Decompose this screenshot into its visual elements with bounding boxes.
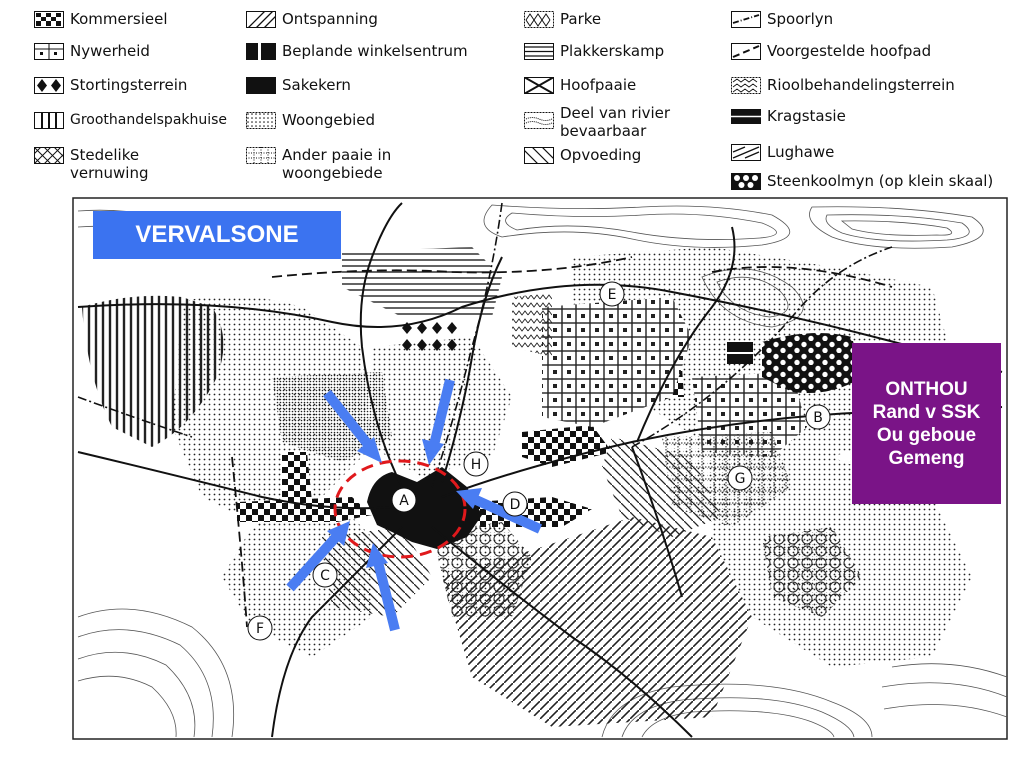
label-g: G — [727, 465, 753, 491]
main-roads — [77, 202, 1003, 738]
legend-label: Nywerheid — [70, 42, 150, 60]
legend-woongebied: Woongebied — [246, 111, 375, 129]
arrow-e — [471, 494, 543, 534]
label-e: E — [599, 281, 625, 307]
vertical-lines-swatch-icon — [34, 112, 64, 129]
legend-stedelike-vernuwing: Stedelike vernuwing — [34, 146, 149, 182]
power-station-swatch-icon — [731, 108, 761, 125]
svg-text:D: D — [510, 497, 521, 513]
park-swatch-icon — [524, 11, 554, 28]
proposed-roads — [231, 256, 893, 628]
legend-beplande-winkelsentrum: Beplande winkelsentrum — [246, 42, 468, 60]
legend-label: Beplande winkelsentrum — [282, 42, 468, 60]
legend-label: Ander paaie in woongebiede — [282, 146, 392, 182]
legend-label: Stortingsterrein — [70, 76, 188, 94]
cbd-boundary-ring — [333, 459, 467, 559]
legend-opvoeding: Opvoeding — [524, 146, 641, 164]
railway-swatch-icon — [731, 11, 761, 28]
legend-label: Woongebied — [282, 111, 376, 129]
checker-swatch-icon — [34, 11, 64, 28]
svg-text:F: F — [256, 621, 264, 637]
legend-kragstasie: Kragstasie — [731, 107, 846, 125]
decay-zone-arrows — [286, 378, 543, 632]
legend-parke: Parke — [524, 10, 601, 28]
diagonal-lines-swatch-icon — [246, 11, 276, 28]
diagonal-box-swatch-icon — [524, 147, 554, 164]
legend-label: Voorgestelde hoofpad — [767, 42, 932, 60]
legend-label: Groothandelspakhuise — [70, 112, 228, 128]
svg-text:G: G — [735, 471, 746, 487]
legend-label: Ontspanning — [282, 10, 378, 28]
grid-box-swatch-icon — [34, 43, 64, 60]
onthou-callout: ONTHOU Rand v SSK Ou geboue Gemeng — [852, 343, 1001, 504]
legend-lughawe: Lughawe — [731, 143, 834, 161]
legend-label: Spoorlyn — [767, 10, 834, 28]
svg-text:E: E — [608, 287, 617, 303]
legend-hoofpaaie: Hoofpaaie — [524, 76, 636, 94]
x-box-swatch-icon — [524, 77, 554, 94]
label-c: C — [312, 562, 338, 588]
coalmine-swatch-icon — [731, 173, 761, 190]
label-a: A — [391, 487, 417, 513]
legend-steenkoolmyn: Steenkoolmyn (op klein skaal) — [731, 172, 993, 190]
cbd-core — [367, 467, 482, 549]
legend-kommersieel: Kommersieel — [34, 10, 168, 28]
legend-label: Rioolbehandelingsterrein — [767, 76, 955, 94]
legend-label: Lughawe — [767, 143, 835, 161]
onthou-line-1: ONTHOU — [885, 378, 968, 400]
label-d: D — [502, 491, 528, 517]
dumping-site-marks — [402, 322, 457, 351]
legend-plakkerskamp: Plakkerskamp — [524, 42, 664, 60]
legend-label: Parke — [560, 10, 602, 28]
diamonds-swatch-icon — [34, 77, 64, 94]
legend-nywerheid: Nywerheid — [34, 42, 150, 60]
svg-text:H: H — [471, 457, 482, 473]
label-f: F — [247, 615, 273, 641]
legend-groothandelspakhuise: Groothandelspakhuise — [34, 111, 227, 129]
onthou-line-2: Rand v SSK — [872, 401, 981, 423]
legend-spoorlyn: Spoorlyn — [731, 10, 833, 28]
onthou-line-3: Ou geboue — [876, 424, 977, 446]
legend-label: Kragstasie — [767, 107, 846, 125]
svg-text:C: C — [320, 568, 330, 584]
legend-label: Steenkoolmyn (op klein skaal) — [767, 172, 994, 190]
legend-rioolbehandelingsterrein: Rioolbehandelingsterrein — [731, 76, 955, 94]
legend-label: Sakekern — [282, 76, 351, 94]
legend-label: Stedelike vernuwing — [70, 146, 149, 182]
legend-label: Kommersieel — [70, 10, 168, 28]
legend-label: Hoofpaaie — [560, 76, 637, 94]
legend-label: Deel van rivier bevaarbaar — [560, 104, 671, 140]
dots-swatch-icon — [246, 112, 276, 129]
black-bars-swatch-icon — [246, 43, 276, 60]
onthou-line-4: Gemeng — [888, 447, 965, 469]
dashed-road-swatch-icon — [731, 43, 761, 60]
legend-stortingsterrein: Stortingsterrein — [34, 76, 187, 94]
horizontal-lines-swatch-icon — [524, 43, 554, 60]
svg-text:A: A — [399, 493, 409, 509]
crosshatch-swatch-icon — [34, 147, 64, 164]
legend-label: Opvoeding — [560, 146, 642, 164]
vervalsone-callout: VERVALSONE — [93, 211, 341, 259]
city-land-use-map: A B C D E F G H — [72, 197, 1008, 740]
airport-swatch-icon — [731, 144, 761, 161]
arrow-n — [429, 378, 455, 447]
solid-black-swatch-icon — [246, 77, 276, 94]
railway-lines — [77, 202, 893, 488]
arrow-sw — [286, 532, 341, 592]
dotted-grid-swatch-icon — [246, 147, 276, 164]
legend-deel-van-rivier: Deel van rivier bevaarbaar — [524, 104, 670, 140]
svg-text:B: B — [813, 410, 823, 426]
legend-sakekern: Sakekern — [246, 76, 351, 94]
label-h: H — [463, 451, 489, 477]
legend-label: Plakkerskamp — [560, 42, 665, 60]
legend-voorgestelde-hoofpad: Voorgestelde hoofpad — [731, 42, 931, 60]
label-b: B — [805, 404, 831, 430]
arrow-nw — [323, 389, 374, 451]
zigzag-swatch-icon — [731, 77, 761, 94]
legend-ander-paaie: Ander paaie in woongebiede — [246, 146, 391, 182]
arrow-s — [373, 560, 400, 632]
legend-ontspanning: Ontspanning — [246, 10, 378, 28]
map-letter-labels: A B C D E F G H — [247, 281, 831, 641]
river-swatch-icon — [524, 112, 554, 129]
